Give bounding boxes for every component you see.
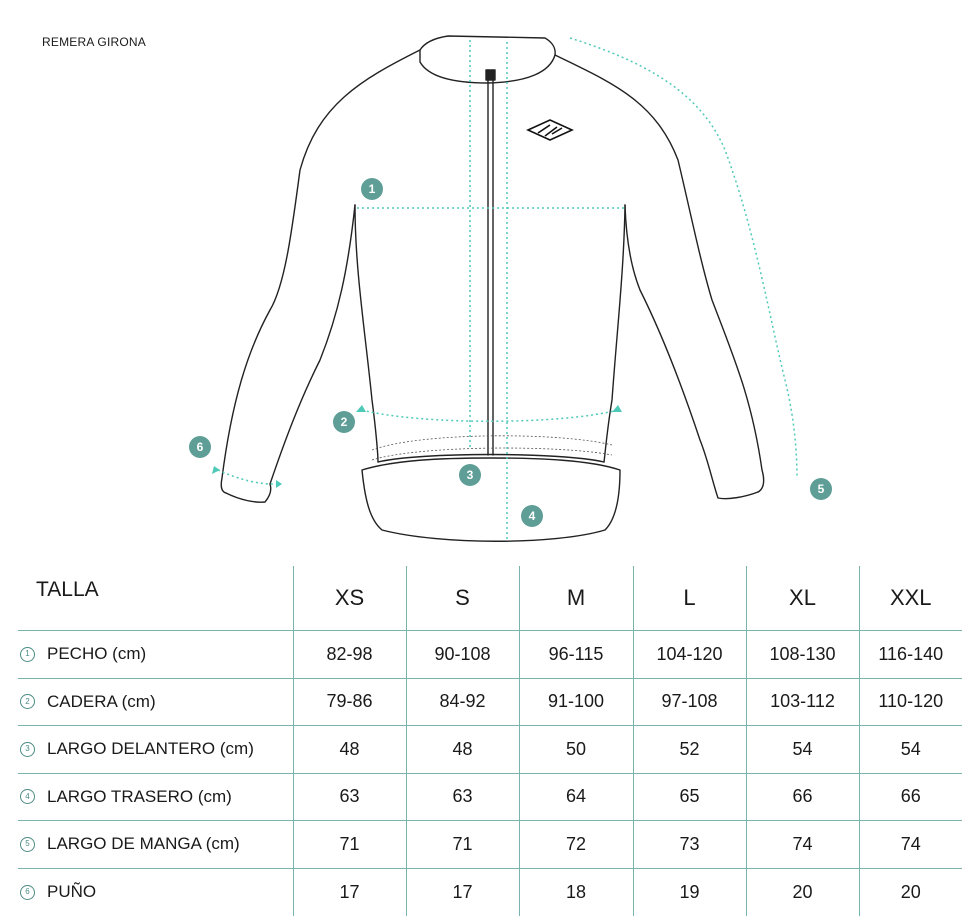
table-row: 3 LARGO DELANTERO (cm) 48 48 50 52 54 54	[18, 725, 962, 773]
badge-3: 3	[459, 464, 481, 486]
size-l-header: L	[632, 566, 746, 631]
table-cell: 79-86	[292, 677, 406, 726]
svg-text:1: 1	[369, 182, 376, 196]
badge-2: 2	[333, 411, 355, 433]
brand-logo-icon	[526, 119, 574, 141]
table-cell: 63	[405, 772, 519, 821]
row-label: PUÑO	[47, 882, 97, 901]
table-cell: 72	[518, 820, 633, 868]
table-cell: 63	[292, 772, 406, 821]
row-label: PECHO (cm)	[47, 644, 147, 664]
table-cell: 18	[518, 867, 633, 916]
badge-6: 6	[189, 436, 211, 458]
table-cell: 96-115	[518, 630, 633, 678]
table-cell: 50	[518, 725, 633, 773]
table-cell: 84-92	[405, 677, 519, 726]
table-cell: 110-120	[858, 677, 962, 726]
size-xs-header: XS	[292, 566, 406, 631]
table-cell: 48	[292, 725, 406, 773]
size-m-header: M	[518, 566, 633, 631]
zipper	[487, 69, 494, 456]
row-label: CADERA (cm)	[47, 691, 156, 711]
table-row: 6 PUÑO 17 17 18 19 20 20	[18, 867, 962, 916]
size-xl-header: XL	[745, 566, 859, 631]
table-cell: 73	[632, 820, 746, 868]
back-hem-outline	[361, 457, 621, 542]
size-xxl-header: XXL	[858, 566, 962, 631]
row-number-icon: 3	[20, 741, 35, 757]
table-cell: 20	[745, 867, 859, 916]
table-cell: 65	[632, 772, 746, 821]
size-s-header: S	[405, 566, 519, 631]
table-cell: 103-112	[745, 677, 859, 726]
svg-text:2: 2	[341, 415, 348, 429]
table-cell: 74	[858, 820, 962, 868]
table-cell: 82-98	[292, 630, 406, 678]
table-row: 2 CADERA (cm) 79-86 84-92 91-100 97-108 1…	[18, 677, 962, 726]
left-sleeve-outline	[220, 49, 421, 494]
table-cell: 64	[518, 772, 633, 821]
svg-text:6: 6	[197, 440, 204, 454]
row-number-icon: 5	[20, 836, 35, 852]
table-cell: 66	[858, 772, 962, 821]
hip-guide	[361, 409, 619, 422]
page-title: REMERA GIRONA	[42, 35, 146, 49]
table-row: 4 LARGO TRASERO (cm) 63 63 64 65 66 66	[18, 772, 962, 821]
row-number-icon: 2	[20, 694, 35, 710]
table-cell: 19	[632, 867, 746, 916]
table-cell: 17	[292, 867, 406, 916]
sleeve-length-guide	[569, 37, 798, 479]
table-cell: 104-120	[632, 630, 746, 678]
row-label: LARGO DE MANGA (cm)	[47, 834, 240, 854]
table-cell: 91-100	[518, 677, 633, 726]
svg-text:5: 5	[818, 482, 825, 496]
svg-text:4: 4	[529, 509, 536, 523]
table-cell: 108-130	[745, 630, 859, 678]
table-cell: 48	[405, 725, 519, 773]
row-label: LARGO DELANTERO (cm)	[47, 739, 254, 759]
badge-1: 1	[361, 178, 383, 200]
row-number-icon: 1	[20, 646, 35, 662]
table-cell: 54	[858, 725, 962, 773]
table-cell: 97-108	[632, 677, 746, 726]
badge-5: 5	[810, 478, 832, 500]
table-cell: 116-140	[858, 630, 962, 678]
svg-text:3: 3	[467, 468, 474, 482]
table-cell: 71	[405, 820, 519, 868]
table-row: 5 LARGO DE MANGA (cm) 71 71 72 73 74 74	[18, 820, 962, 868]
jersey-diagram: 1 2 3 4 5 6	[189, 35, 832, 542]
table-cell: 54	[745, 725, 859, 773]
badge-4: 4	[521, 505, 543, 527]
cuff-guide	[217, 469, 281, 485]
row-label: LARGO TRASERO (cm)	[47, 786, 232, 806]
right-sleeve-outline	[554, 54, 765, 493]
row-number-icon: 6	[20, 884, 35, 900]
table-cell: 90-108	[405, 630, 519, 678]
table-cell: 74	[745, 820, 859, 868]
collar-outline	[419, 35, 556, 84]
table-cell: 20	[858, 867, 962, 916]
table-cell: 52	[632, 725, 746, 773]
table-cell: 71	[292, 820, 406, 868]
table-cell: 66	[745, 772, 859, 821]
table-cell: 17	[405, 867, 519, 916]
row-number-icon: 4	[20, 789, 35, 805]
size-header-label: TALLA	[36, 578, 99, 601]
